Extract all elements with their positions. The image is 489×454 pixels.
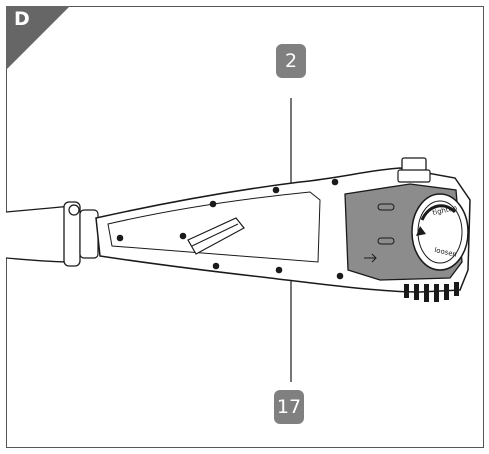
screw-icon [331,178,339,186]
section-badge [6,6,70,70]
screw-icon [336,272,344,280]
vent-slots [404,282,459,302]
screw-icon [272,186,280,194]
vent-slot [444,284,449,300]
screw-icon [212,262,220,270]
vent-slot [424,284,429,302]
unlock-symbol-icon [377,237,395,245]
screw-icon [209,200,217,208]
vent-slot [414,284,419,300]
shaft [5,205,73,263]
grip-slot-line [191,223,239,247]
callout-17: 17 [274,390,304,424]
clamp-screw-icon [68,204,80,216]
housing-contour [107,191,321,263]
section-label: D [14,8,30,30]
vent-slot [404,284,409,298]
vent-slot [454,282,459,296]
clamp-ring [79,209,99,259]
screw-icon [275,266,283,274]
vent-slot [434,284,439,302]
tighten-arrow-icon [416,226,426,236]
knob-arrow [420,204,457,221]
screw-icon [116,234,124,242]
callout-2: 2 [276,44,306,78]
screw-icon [179,232,187,240]
screws [116,178,344,280]
lock-symbol-icon [377,203,395,211]
grip-slot [187,217,245,255]
direction-arrow-icon [364,253,377,263]
top-cap-base [397,169,431,183]
